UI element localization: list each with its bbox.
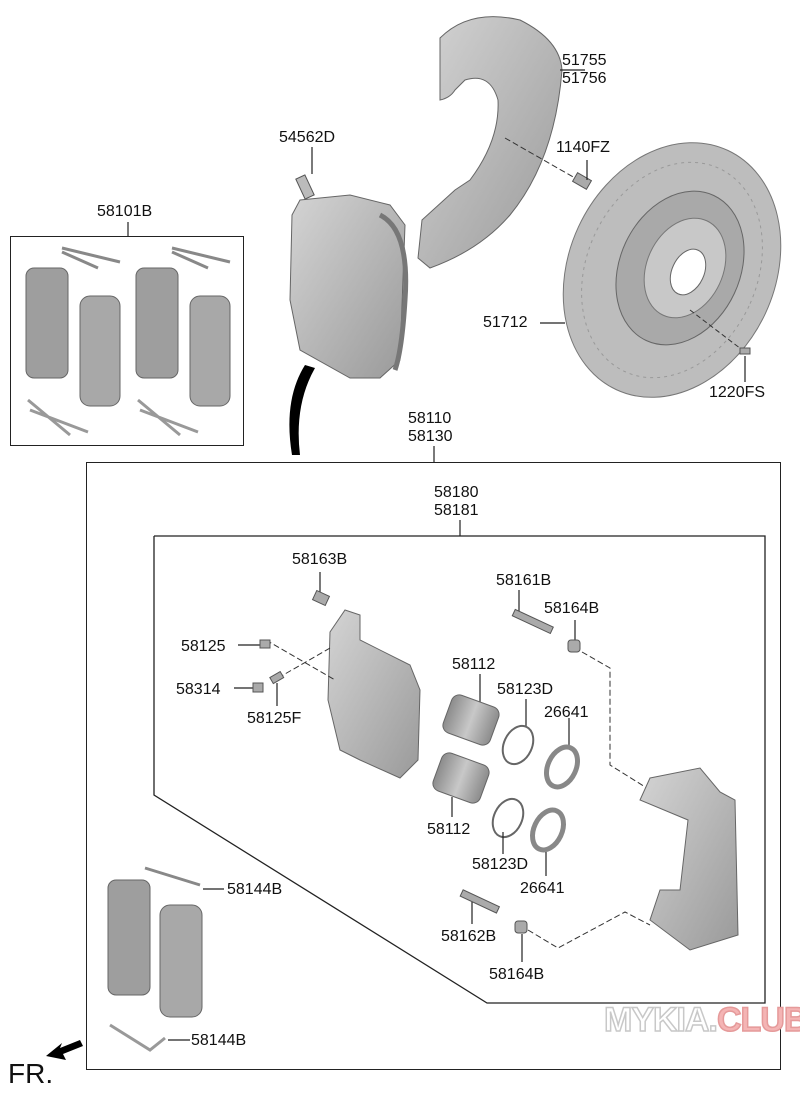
label-guide-rod-lower: 58162B	[441, 928, 497, 945]
front-direction-arrow-icon	[46, 1040, 83, 1060]
label-pad-shim-upper: 58144B	[227, 881, 283, 898]
brake-pads-lower	[107, 866, 224, 1052]
label-bleeder-bolt: 58163B	[292, 551, 348, 568]
label-caliper-body-2: 58181	[434, 502, 479, 519]
label-disc: 51712	[483, 314, 528, 331]
label-piston-upper: 58112	[452, 656, 496, 673]
label-guide-rod-upper: 58161B	[496, 572, 552, 589]
label-bleeder-screw: 58125	[181, 638, 226, 655]
watermark-part1: MYKIA.	[603, 1000, 719, 1040]
label-caliper-bolt: 54562D	[279, 129, 336, 146]
caliper-bracket	[459, 590, 739, 962]
front-direction-label: FR.	[8, 1058, 54, 1089]
label-piston-lower: 58112	[427, 821, 471, 838]
label-pad-shim-lower: 58144B	[191, 1032, 247, 1049]
label-shield-1: 51755	[562, 52, 607, 69]
watermark: MYKIA.CLUB	[603, 1000, 800, 1040]
label-piston-seal-upper: 58123D	[497, 681, 554, 698]
disc-screw	[689, 309, 751, 382]
label-caliper-body-1: 58180	[434, 484, 479, 501]
label-boot-lower: 26641	[520, 880, 565, 897]
caliper-body	[234, 572, 421, 779]
pad-kit-frame	[10, 236, 244, 446]
label-shield-2: 51756	[562, 70, 607, 87]
label-bleeder-cap: 58314	[176, 681, 221, 698]
caliper-body-frame	[153, 535, 766, 1004]
label-guide-bolt-upper: 58164B	[544, 600, 600, 617]
piston-kit	[432, 674, 580, 876]
label-boot-upper: 26641	[544, 704, 589, 721]
shield-bolt	[504, 137, 593, 191]
dust-shield	[417, 16, 563, 269]
watermark-part2: CLUB	[716, 1000, 800, 1040]
pad-kit-illustration	[25, 222, 231, 437]
brake-disc	[562, 142, 782, 398]
caliper-assembly-frame	[86, 462, 781, 1070]
label-bleeder-fitting: 58125F	[247, 710, 302, 727]
label-disc-screw: 1220FS	[709, 384, 766, 401]
caliper-top	[289, 147, 409, 379]
label-pad-kit: 58101B	[97, 203, 153, 220]
label-caliper-assy-2: 58130	[408, 428, 453, 445]
label-guide-bolt-lower: 58164B	[489, 966, 545, 983]
label-caliper-assy-1: 58110	[408, 410, 452, 427]
callout-arrow	[289, 365, 315, 455]
label-piston-seal-lower: 58123D	[472, 856, 529, 873]
label-shield-bolt: 1140FZ	[556, 139, 610, 156]
